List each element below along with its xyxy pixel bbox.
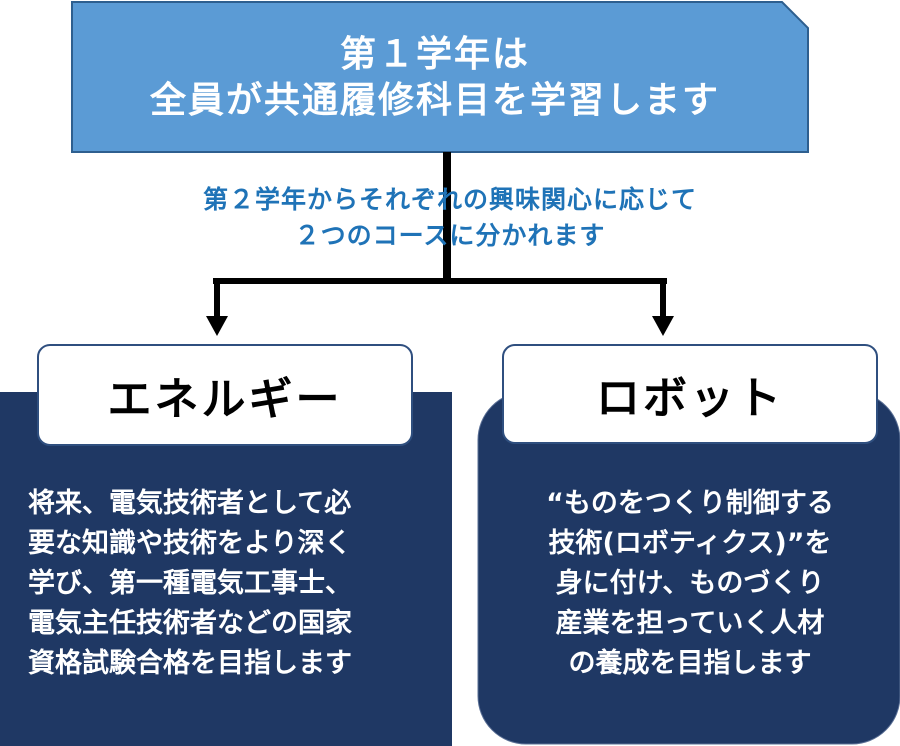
energy-desc-line: 学び、第一種電気工事士、 — [28, 568, 352, 599]
robot-desc-line: 産業を担っていく人材 — [555, 608, 825, 639]
subtitle-line2: ２つのコースに分かれます — [294, 221, 606, 250]
energy-panel — [0, 392, 452, 746]
subtitle: 第２学年からそれぞれの興味関心に応じて ２つのコースに分かれます — [100, 182, 800, 254]
subtitle-line1: 第２学年からそれぞれの興味関心に応じて — [202, 185, 697, 214]
top-box-shape — [71, 1, 809, 153]
energy-desc-line: 将来、電気技術者として必 — [28, 488, 352, 519]
energy-desc-line: 資格試験合格を目指します — [28, 648, 352, 679]
robot-course-label: ロボット — [596, 373, 784, 424]
top-box-line1: 第１学年は — [339, 33, 530, 75]
energy-desc-line: 要な知識や技術をより深く — [28, 528, 352, 559]
top-box-line2: 全員が共通履修科目を学習します — [149, 79, 720, 121]
energy-course-description: 将来、電気技術者として必 要な知識や技術をより深く 学び、第一種電気工事士、 電… — [28, 484, 448, 684]
energy-label-box — [37, 344, 413, 446]
robot-course-description: “ものをつくり制御する 技術(ロボティクス)”を 身に付け、ものづくり 産業を担… — [480, 484, 900, 684]
energy-course-label: エネルギー — [107, 374, 343, 425]
robot-label-box — [502, 344, 878, 444]
top-box-title: 第１学年は 全員が共通履修科目を学習します — [70, 0, 810, 155]
arrowhead-right — [652, 316, 674, 336]
energy-desc-line: 電気主任技術者などの国家 — [28, 608, 352, 639]
robot-desc-line: 技術(ロボティクス)”を — [548, 528, 832, 559]
arrowhead-left — [206, 316, 228, 336]
robot-desc-line: 身に付け、ものづくり — [555, 568, 825, 599]
robot-desc-line: “ものをつくり制御する — [546, 488, 834, 519]
robot-desc-line: の養成を目指します — [568, 648, 812, 679]
